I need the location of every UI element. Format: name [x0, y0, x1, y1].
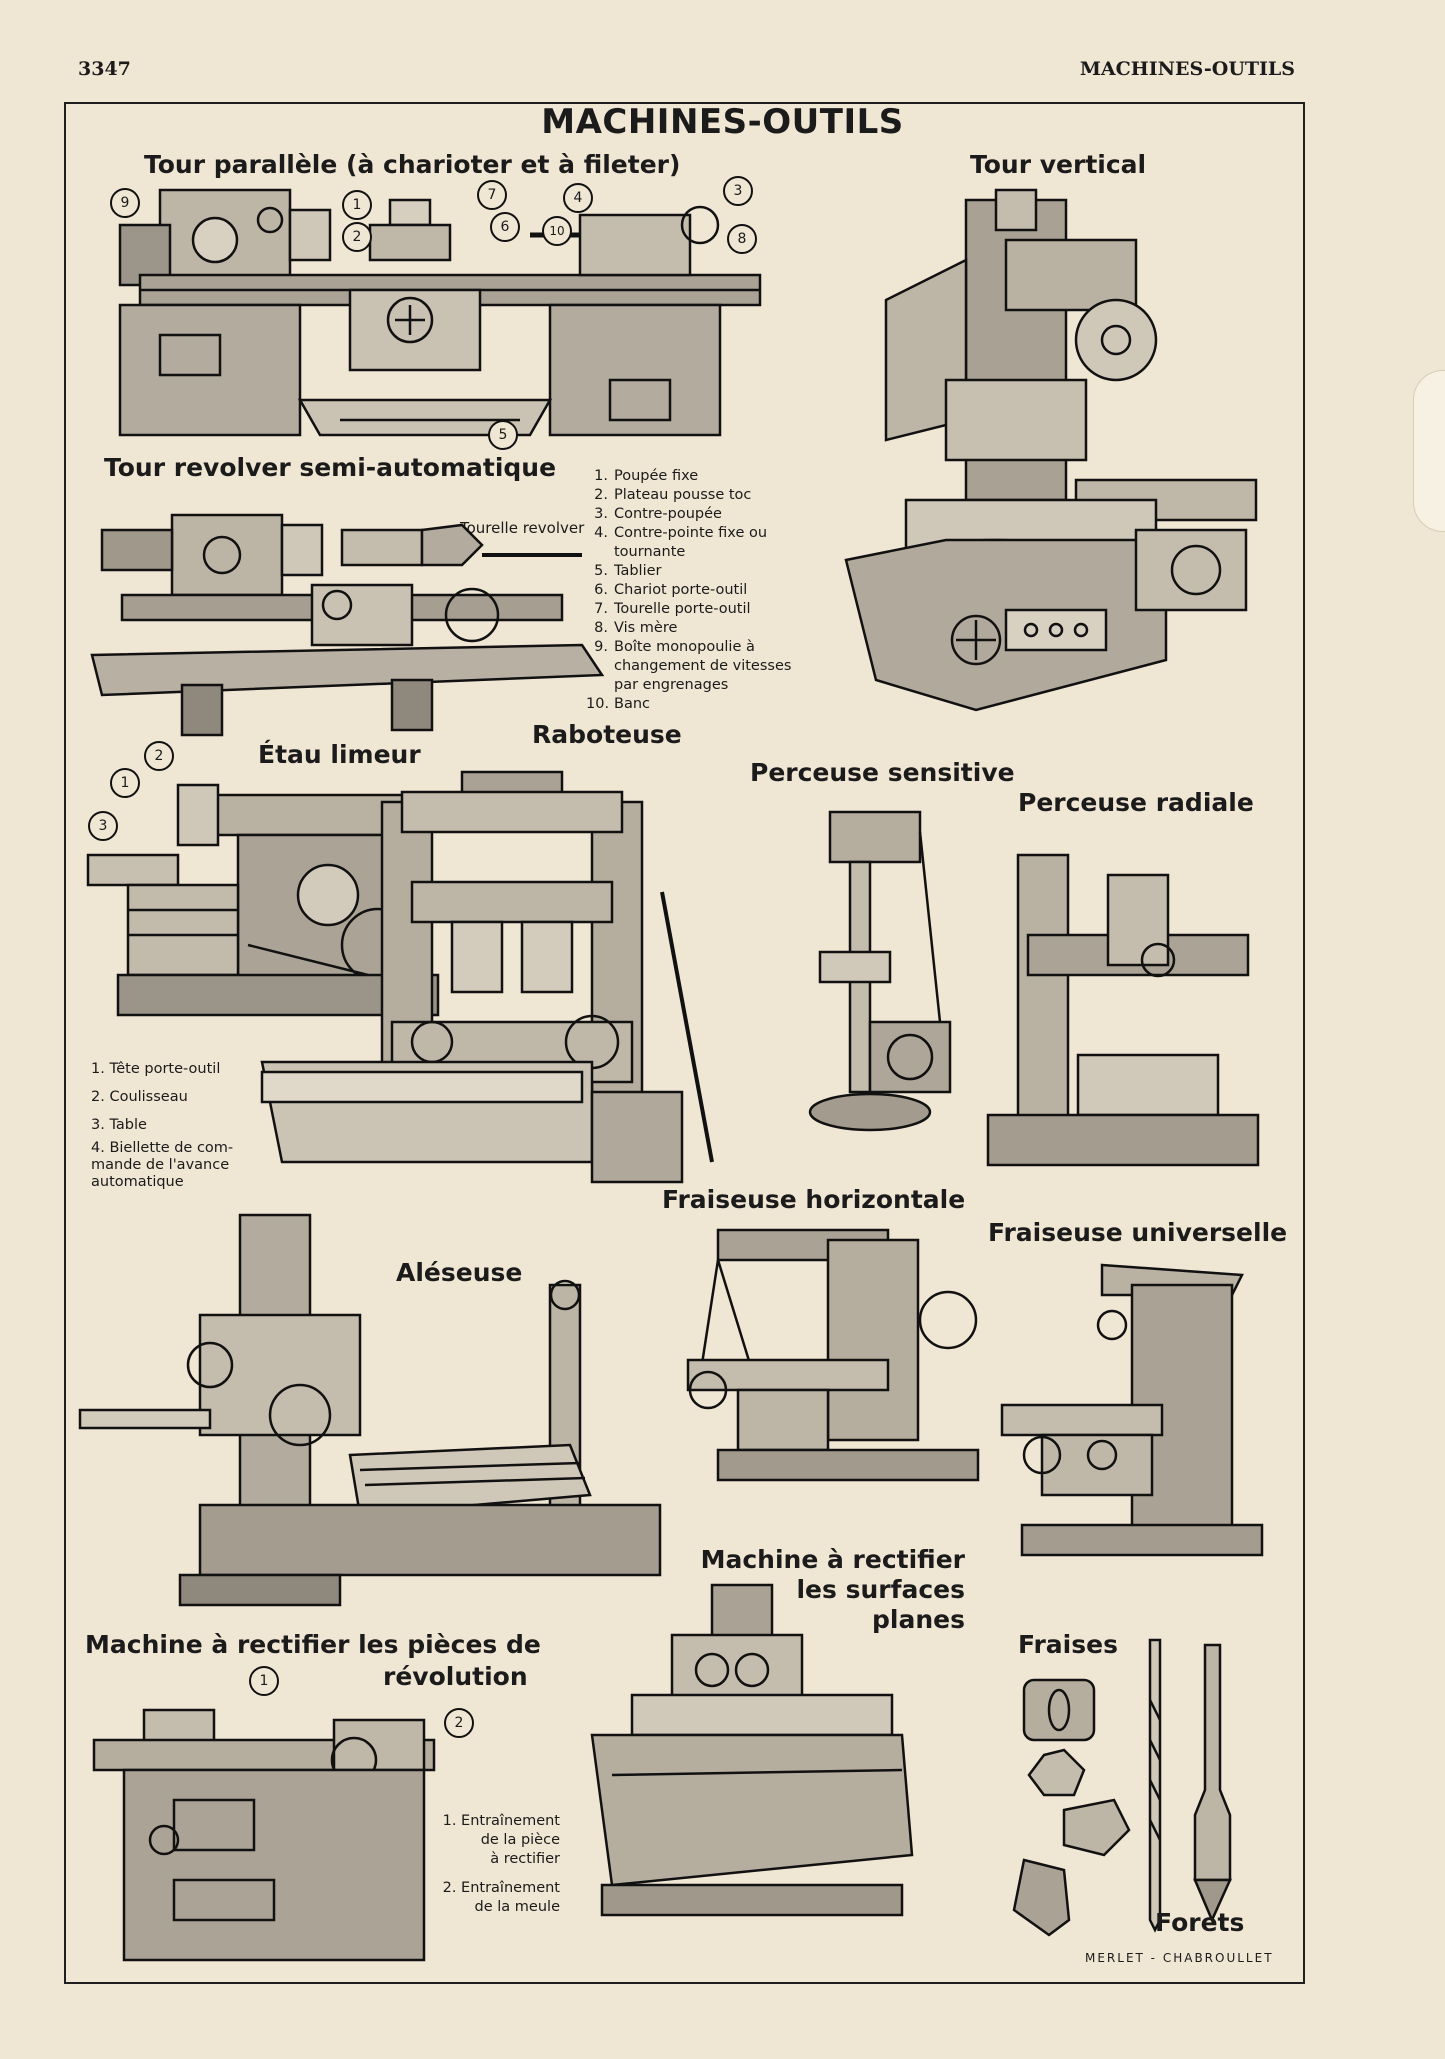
legend-item: changement de vitesses: [614, 658, 792, 674]
label-perceuse-sensitive: Perceuse sensitive: [750, 758, 1015, 787]
vertical-lathe-illustration: [844, 188, 1258, 712]
page-number: 3347: [78, 58, 131, 80]
plate-frame: [64, 102, 1305, 1984]
horizontal-mill-illustration: [686, 1228, 980, 1482]
label-fraiseuse-horizontale: Fraiseuse horizontale: [662, 1185, 966, 1214]
callout-rectif-2: 2: [444, 1708, 474, 1738]
label-raboteuse: Raboteuse: [532, 720, 682, 749]
legend-item: 2.Plateau pousse toc: [594, 487, 752, 503]
label-tour-revolver: Tour revolver semi-automatique: [104, 453, 557, 482]
lathe-illustration: [118, 188, 762, 437]
grinder-legend: 1. Entraînement de la pièce à rectifier …: [442, 1813, 560, 1915]
planer-illustration: [260, 770, 714, 1184]
legend-item: 10.Banc: [586, 696, 650, 712]
running-title: MACHINES-OUTILS: [1079, 58, 1295, 80]
legend-item: 9.Boîte monopoulie à: [594, 639, 755, 655]
callout-5: 5: [488, 420, 518, 450]
legend-item: 8.Vis mère: [594, 620, 678, 636]
callout-etau-3: 3: [88, 811, 118, 841]
boring-machine-illustration: [78, 1213, 662, 1607]
label-aleseuse: Aléseuse: [396, 1258, 523, 1287]
artist-signature: MERLET - CHABROULLET: [1085, 1951, 1274, 1965]
legend-item: par engrenages: [614, 677, 729, 693]
callout-8: 8: [727, 224, 757, 254]
legend-item: 7.Tourelle porte-outil: [594, 601, 751, 617]
label-rectif-revolution-2: révolution: [383, 1662, 528, 1691]
shaper-legend: 1. Tête porte-outil 2. Coulisseau 3. Tab…: [91, 1061, 221, 1133]
plate-title: MACHINES-OUTILS: [541, 102, 904, 142]
label-rectif-revolution-1: Machine à rectifier les pièces de: [85, 1630, 541, 1659]
legend-item: 3.Contre-poupée: [594, 506, 722, 522]
legend-item: 5.Tablier: [594, 563, 662, 579]
shaper-legend-4: 4. Biellette de com- mande de l'avance a…: [91, 1140, 234, 1190]
callout-10: 10: [542, 216, 572, 246]
legend-item: 1.Poupée fixe: [594, 468, 699, 484]
milling-cutters-illustration: [1012, 1678, 1131, 1937]
callout-2: 2: [342, 222, 372, 252]
callout-etau-2: 2: [144, 741, 174, 771]
label-forets: Forets: [1155, 1908, 1245, 1937]
drill-bits-illustration: [1148, 1638, 1232, 1933]
callout-4: 4: [563, 183, 593, 213]
label-rectif-surfaces-1: Machine à rectifier: [700, 1545, 965, 1574]
label-fraises: Fraises: [1018, 1630, 1118, 1659]
callout-9: 9: [110, 188, 140, 218]
surface-grinder-illustration: [590, 1583, 914, 1917]
label-tour-vertical: Tour vertical: [970, 150, 1147, 179]
callout-rectif-1: 1: [249, 1666, 279, 1696]
label-etau-limeur: Étau limeur: [258, 740, 421, 769]
callout-7: 7: [477, 180, 507, 210]
cylindrical-grinder-illustration: [92, 1708, 436, 1962]
legend-item: tournante: [614, 544, 686, 560]
label-fraiseuse-universelle: Fraiseuse universelle: [988, 1218, 1288, 1247]
page-tab: [1413, 370, 1445, 532]
universal-mill-illustration: [1000, 1263, 1264, 1557]
callout-1: 1: [342, 190, 372, 220]
legend-item: 4.Contre-pointe fixe ou: [594, 525, 768, 541]
label-perceuse-radiale: Perceuse radiale: [1018, 788, 1254, 817]
lathe-legend: 1.Poupée fixe 2.Plateau pousse toc 3.Con…: [586, 467, 816, 714]
label-rectif-surfaces-2: les surfaces: [796, 1575, 965, 1604]
drill-press-illustration: [808, 810, 952, 1132]
label-rectif-surfaces-3: planes: [872, 1605, 965, 1634]
legend-item: 6.Chariot porte-outil: [594, 582, 748, 598]
label-tourelle-revolver: Tourelle revolver: [460, 519, 585, 537]
label-tour-parallele: Tour parallèle (à charioter et à fileter…: [144, 150, 681, 179]
radial-drill-illustration: [986, 853, 1260, 1167]
turret-lathe-illustration: [90, 513, 605, 737]
callout-3: 3: [723, 176, 753, 206]
callout-6: 6: [490, 212, 520, 242]
callout-etau-1: 1: [110, 768, 140, 798]
